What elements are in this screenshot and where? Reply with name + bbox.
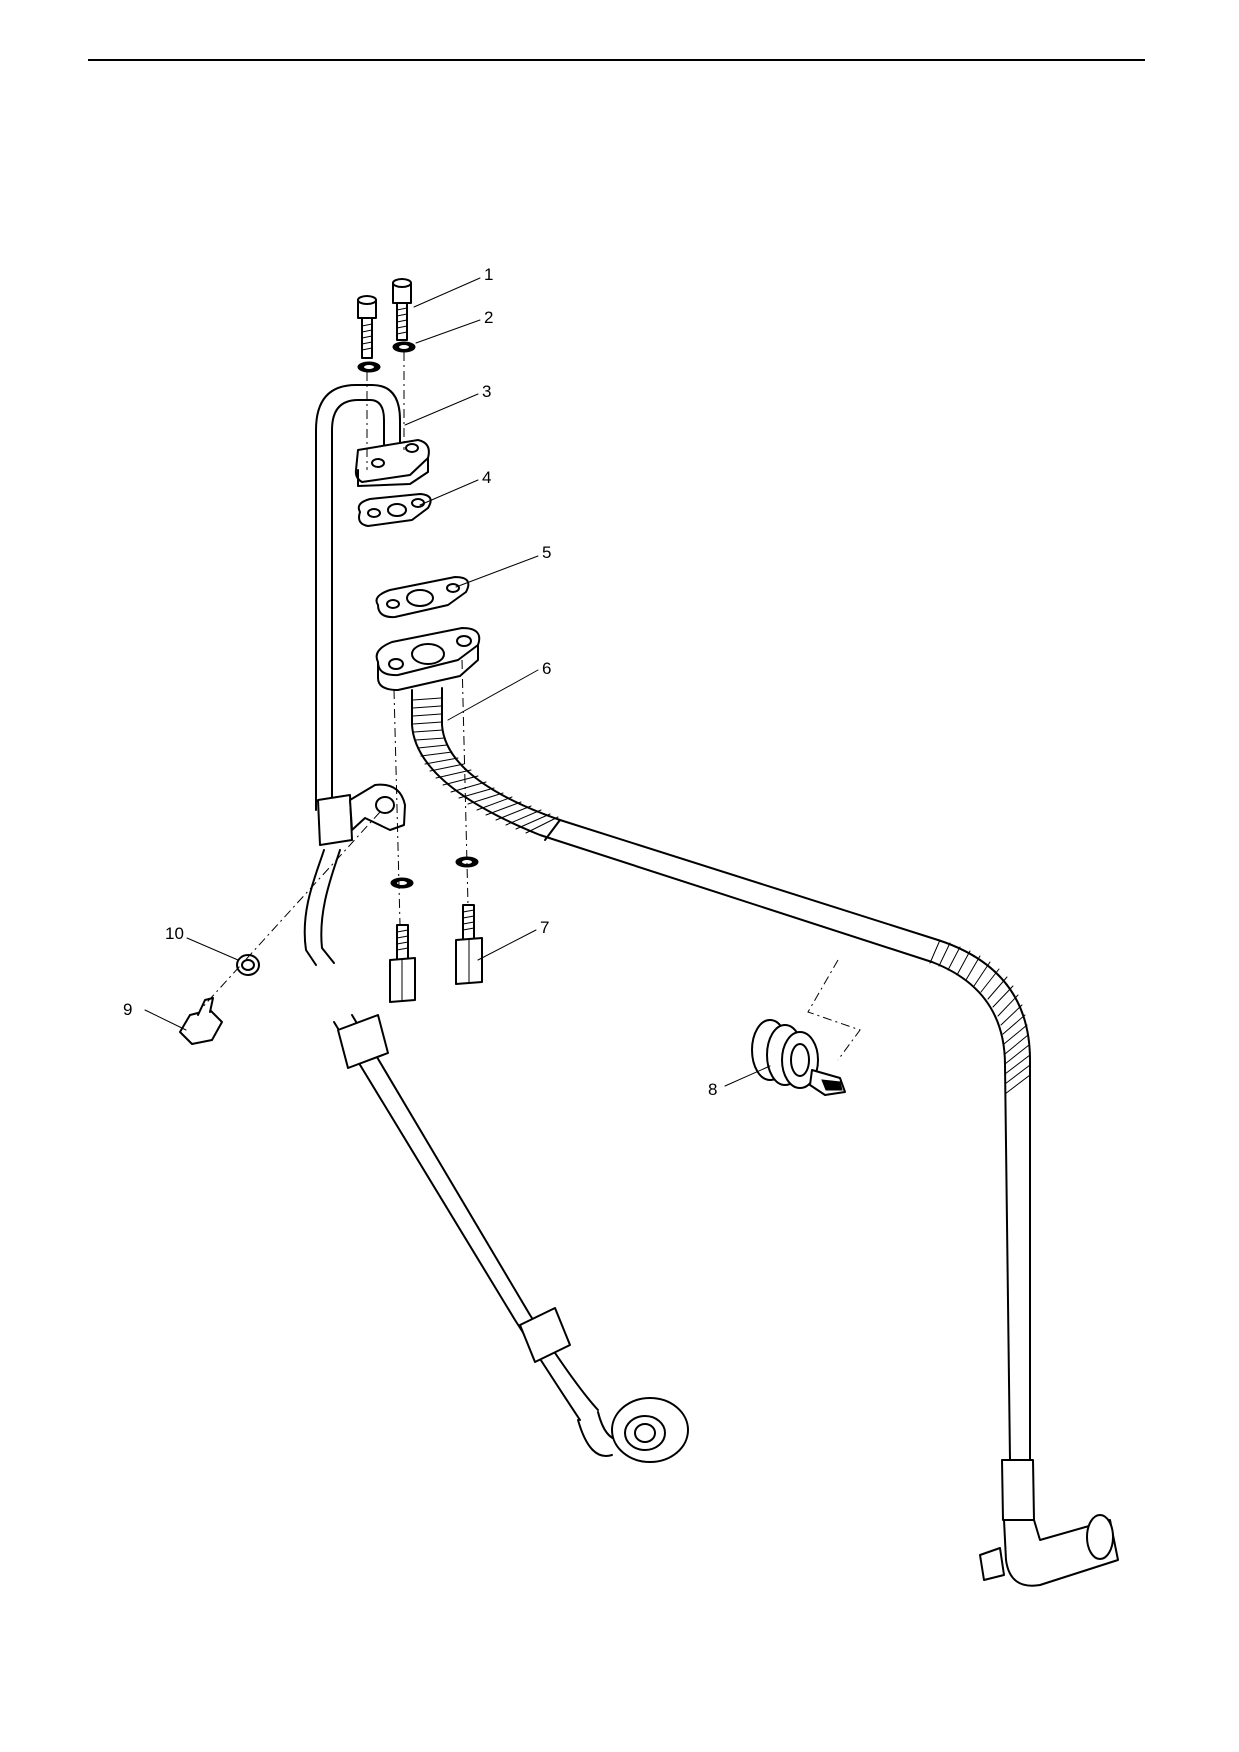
callout-4: 4 <box>482 468 491 487</box>
clip <box>751 1019 846 1096</box>
oil-return-pipe <box>411 687 1119 1587</box>
callout-3: 3 <box>482 382 491 401</box>
cap-screw-right <box>392 278 412 341</box>
header-rule <box>88 59 1145 61</box>
return-pipe-flange <box>375 627 481 691</box>
washer <box>236 954 260 976</box>
callout-2: 2 <box>484 308 493 327</box>
gasket-lower <box>375 576 470 619</box>
callout-9: 9 <box>123 1000 132 1019</box>
oil-feed-pipe <box>303 384 689 1463</box>
callout-leaders <box>144 277 771 1087</box>
callout-1: 1 <box>484 265 493 284</box>
stud-right <box>455 904 483 985</box>
gasket-upper <box>357 493 432 527</box>
cap-screw-left <box>357 295 377 359</box>
callout-8: 8 <box>708 1080 717 1099</box>
bolt <box>179 997 223 1045</box>
callout-7: 7 <box>540 918 549 937</box>
support-bracket <box>317 783 406 846</box>
stud-left <box>389 924 416 1003</box>
callout-6: 6 <box>542 659 551 678</box>
callout-10: 10 <box>165 924 184 943</box>
oil-feed-flange <box>354 439 430 487</box>
callout-labels: 1 2 3 4 5 6 7 8 9 10 <box>123 265 717 1099</box>
callout-5: 5 <box>542 543 551 562</box>
assembly-lines <box>199 352 861 1061</box>
